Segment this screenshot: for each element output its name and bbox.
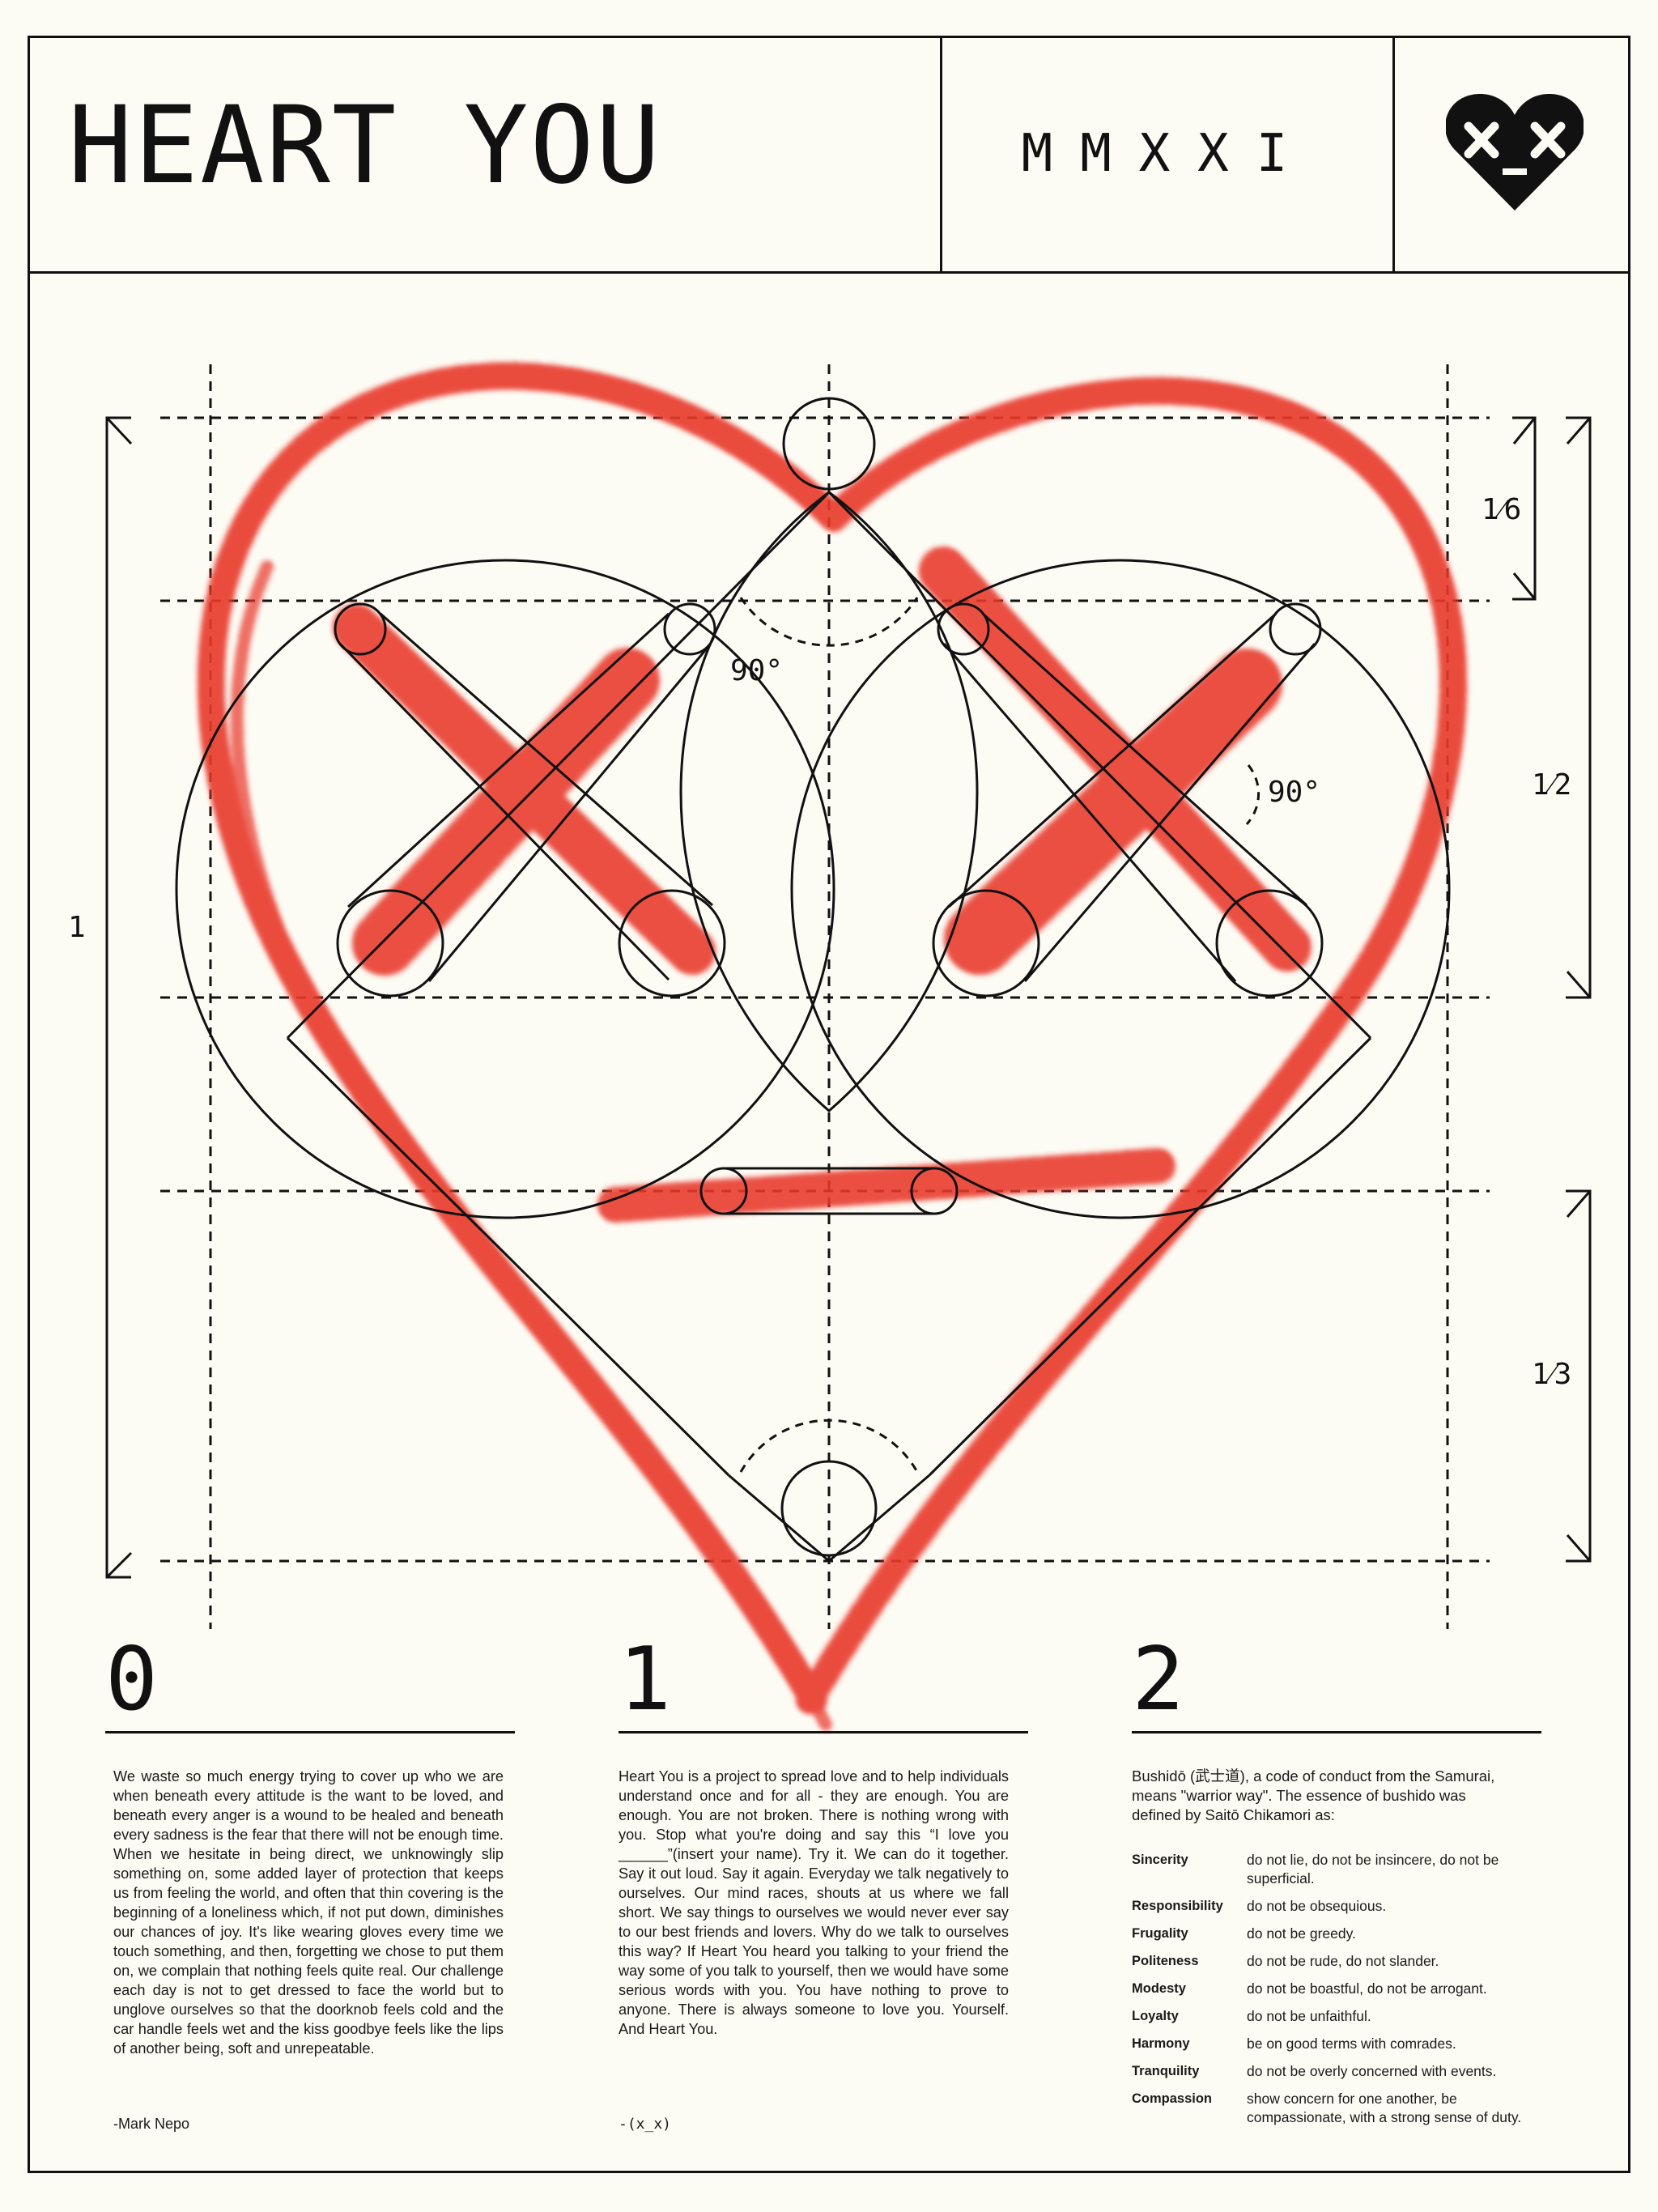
virtue-row: Loyalty do not be unfaithful. (1132, 2007, 1553, 2026)
virtue-name: Modesty (1132, 1981, 1186, 1996)
virtue-name: Frugality (1132, 1926, 1188, 1941)
project-signature: -(x_x) (619, 2116, 672, 2133)
angle-label: 90° (1268, 776, 1321, 809)
virtue-name: Loyalty (1132, 2009, 1179, 2023)
quote-author: -Mark Nepo (113, 2116, 190, 2132)
header-divider (940, 36, 942, 271)
virtue-desc: do not be rude, do not slander. (1247, 1953, 1439, 1969)
scale-label-third: 1⁄3 (1532, 1358, 1572, 1391)
virtue-row: Frugality do not be greedy. (1132, 1925, 1553, 1943)
red-eyes-and-mouth (333, 547, 1312, 1223)
virtue-name: Responsibility (1132, 1899, 1223, 1913)
virtue-row: Responsibility do not be obsequious. (1132, 1897, 1553, 1916)
virtue-row: Compassion show concern for one another, … (1132, 2090, 1553, 2127)
virtue-row: Modesty do not be boastful, do not be arr… (1132, 1980, 1553, 1998)
section-number: 2 (1132, 1629, 1185, 1730)
virtue-desc: do not be boastful, do not be arrogant. (1247, 1980, 1487, 1997)
scale-label-sixth: 1⁄6 (1482, 493, 1522, 526)
virtue-name: Politeness (1132, 1954, 1199, 1968)
virtue-desc: show concern for one another, be compass… (1247, 2091, 1522, 2125)
section-number: 0 (105, 1629, 159, 1730)
virtue-desc: do not be overly concerned with events. (1247, 2063, 1497, 2079)
virtue-row: Sincerity do not lie, do not be insincere… (1132, 1851, 1553, 1888)
quote-text: We waste so much energy trying to cover … (113, 1768, 504, 2057)
dead-heart-icon (1446, 93, 1584, 211)
project-text: Heart You is a project to spread love an… (619, 1768, 1009, 2037)
header-divider (1392, 36, 1395, 271)
page-title: HEART YOU (68, 83, 662, 208)
virtue-name: Tranquility (1132, 2064, 1200, 2078)
virtue-row: Harmony be on good terms with comrades. (1132, 2035, 1553, 2053)
virtue-name: Harmony (1132, 2036, 1190, 2051)
poster-frame (28, 36, 1630, 2173)
section-rule (105, 1731, 515, 1733)
red-heart-outline (197, 362, 1467, 1731)
virtue-desc: do not lie, do not be insincere, do not … (1247, 1852, 1499, 1887)
section-rule (1132, 1731, 1541, 1733)
section-number: 1 (619, 1629, 672, 1730)
scale-label-half: 1⁄2 (1532, 768, 1572, 802)
year-label: MMXXI (1021, 124, 1316, 184)
guide-grid (160, 364, 1490, 1629)
virtue-name: Compassion (1132, 2091, 1213, 2106)
scale-brackets (105, 416, 1592, 1579)
virtue-desc: do not be greedy. (1247, 1925, 1356, 1942)
virtue-list: Sincerity do not lie, do not be insincere… (1132, 1851, 1553, 2136)
virtue-name: Sincerity (1132, 1853, 1188, 1867)
geometry-lines (175, 397, 1451, 1563)
bushido-intro: Bushidō (武士道), a code of conduct from th… (1132, 1767, 1495, 1823)
angle-arcs (739, 597, 1261, 1473)
virtue-desc: do not be obsequious. (1247, 1898, 1387, 1914)
section-rule (619, 1731, 1028, 1733)
virtue-desc: do not be unfaithful. (1247, 2008, 1371, 2024)
virtue-row: Politeness do not be rude, do not slander… (1132, 1952, 1553, 1971)
scale-label-total: 1 (68, 911, 86, 944)
header-bar (28, 36, 1630, 274)
virtue-desc: be on good terms with comrades. (1247, 2035, 1456, 2052)
virtue-row: Tranquility do not be overly concerned wi… (1132, 2062, 1553, 2081)
angle-label: 90° (730, 654, 784, 687)
